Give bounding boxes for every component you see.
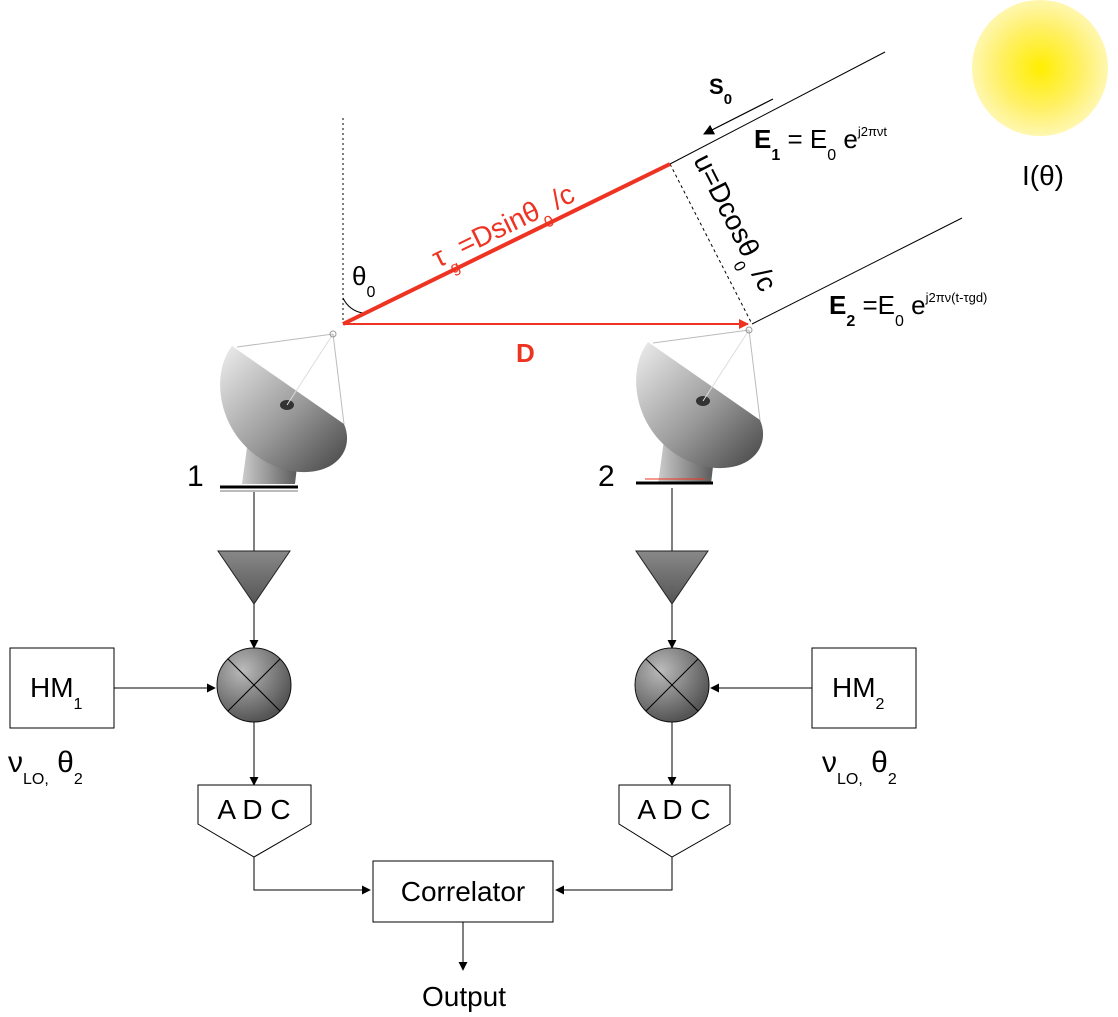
- correlator-box: [372, 860, 554, 923]
- antenna-2: [636, 326, 764, 485]
- mixer-2: [634, 647, 710, 723]
- s0-label: S0: [709, 74, 732, 108]
- theta-arc: [342, 297, 364, 314]
- antenna-2-label: 2: [598, 460, 615, 493]
- geometric-delay-line: [342, 162, 671, 326]
- baseline-label: D: [516, 338, 535, 368]
- lo2-label: νLO, θ2: [822, 746, 897, 788]
- mixer-1: [216, 647, 292, 723]
- amplifier-1: [217, 550, 291, 605]
- adc2-to-correlator-arrow: [555, 857, 673, 895]
- lo1-label: νLO, θ2: [8, 746, 83, 788]
- adc-2-box: [618, 784, 731, 858]
- source-label: I(θ): [1022, 160, 1064, 191]
- correlator-label: Correlator: [401, 876, 525, 907]
- hm2-box: [811, 647, 917, 729]
- e2-equation: E2 =E0 ej2πν(t-τgd): [829, 290, 987, 330]
- wave-ray-1: [669, 51, 886, 165]
- wave-ray-2: [751, 217, 963, 325]
- source-sun: [972, 0, 1108, 136]
- antenna-1-label: 1: [187, 460, 204, 493]
- adc-2-label: A D C: [637, 794, 710, 825]
- hm1-label: HM1: [30, 672, 83, 713]
- tau-label: τg =Dsinθ0 /c: [427, 178, 584, 282]
- theta-label: θ0: [352, 261, 375, 301]
- amplifier-2: [635, 550, 709, 605]
- output-label: Output: [422, 981, 506, 1012]
- hm2-label: HM2: [832, 672, 885, 713]
- adc1-to-correlator-arrow: [253, 857, 371, 895]
- e1-equation: E1 = E0 ej2πνt: [754, 124, 887, 164]
- u-label: u=Dcosθ0 /c: [679, 149, 784, 301]
- s0-direction-arrow: [703, 98, 774, 135]
- adc-1-box: [197, 784, 312, 858]
- antenna-1: [220, 330, 348, 492]
- adc-1-label: A D C: [217, 794, 290, 825]
- hm1-box: [9, 647, 115, 729]
